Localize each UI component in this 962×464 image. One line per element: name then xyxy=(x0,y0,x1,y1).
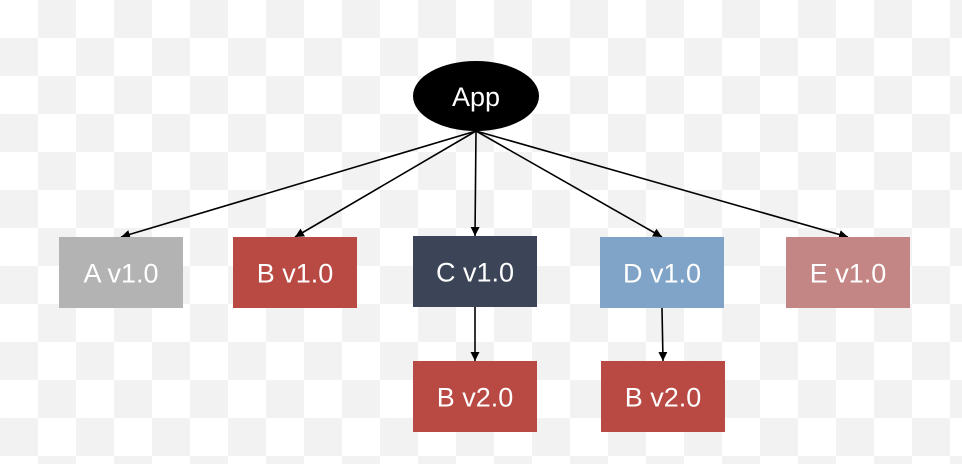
nodes-layer: App A v1.0 B v1.0 C v1.0 D v1.0 E v1.0 B v2.0 B… xyxy=(59,61,910,432)
node-b2d-label: B v2.0 xyxy=(625,383,702,413)
node-b2d-shape xyxy=(601,361,725,432)
node-b2c: B v2.0 xyxy=(413,361,537,432)
node-app: App xyxy=(413,61,539,131)
node-c1: C v1.0 xyxy=(413,236,537,307)
node-e1-label: E v1.0 xyxy=(810,259,887,289)
node-a1-shape xyxy=(59,237,183,308)
node-b1-label: B v1.0 xyxy=(257,259,334,289)
edge-app-to-a1 xyxy=(120,130,477,239)
edge-app-to-c1 xyxy=(470,130,480,237)
edges-layer xyxy=(120,130,849,362)
node-b2c-shape xyxy=(413,361,537,432)
node-b2d: B v2.0 xyxy=(601,361,725,432)
node-a1-label: A v1.0 xyxy=(83,259,158,289)
node-e1: E v1.0 xyxy=(786,237,910,308)
edge-app-to-e1 xyxy=(475,130,849,239)
node-c1-shape xyxy=(413,236,537,307)
node-app-shape xyxy=(413,61,539,131)
edge-app-to-d1 xyxy=(475,130,663,238)
node-c1-label: C v1.0 xyxy=(436,258,514,288)
node-app-label: App xyxy=(452,82,500,112)
node-b1: B v1.0 xyxy=(233,237,357,308)
node-d1-label: D v1.0 xyxy=(623,259,701,289)
node-d1: D v1.0 xyxy=(600,237,724,308)
node-b2c-label: B v2.0 xyxy=(437,383,514,413)
edge-d1-to-b2d xyxy=(658,307,668,362)
node-b1-shape xyxy=(233,237,357,308)
node-d1-shape xyxy=(600,237,724,308)
node-e1-shape xyxy=(786,237,910,308)
node-a1: A v1.0 xyxy=(59,237,183,308)
edge-app-to-b1 xyxy=(294,130,477,238)
